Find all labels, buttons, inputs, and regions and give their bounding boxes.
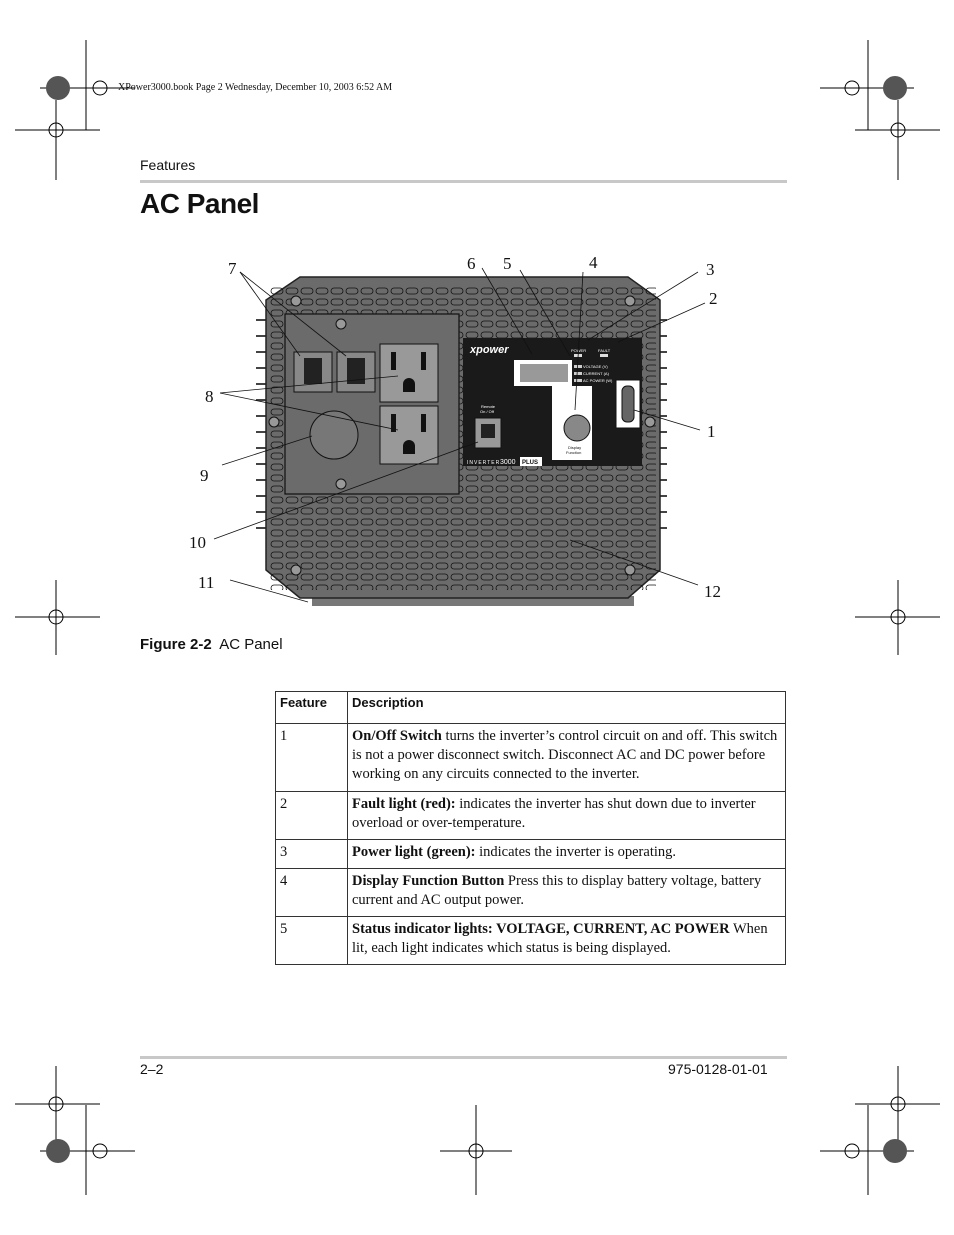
feature-number: 4 (275, 868, 348, 917)
ac-outlet-icon (379, 405, 439, 465)
callout-1: 1 (707, 422, 716, 441)
fault-light (600, 354, 608, 357)
figure-caption-text: AC Panel (219, 636, 283, 653)
feature-description: Display Function Button Press this to di… (347, 868, 786, 917)
table-header-row: Feature Description (275, 691, 786, 724)
feature-description: Fault light (red): indicates the inverte… (347, 791, 786, 840)
callout-9: 9 (200, 466, 209, 485)
callout-3: 3 (706, 260, 715, 279)
cover-cap-icon (309, 410, 359, 460)
callout-4: 4 (589, 253, 598, 272)
callout-2: 2 (709, 289, 718, 308)
table-header-feature: Feature (275, 691, 348, 724)
ac-panel-figure: xpower POWER FAULT VOLTAGE (V) CURRENT (… (189, 253, 721, 606)
table-row: 1 On/Off Switch turns the inverter’s con… (275, 723, 786, 792)
fault-label: FAULT (598, 348, 611, 353)
leader-lines (213, 267, 706, 603)
ac-power-label: AC POWER (W) (583, 378, 613, 383)
table-row: 5 Status indicator lights: VOLTAGE, CURR… (275, 916, 786, 965)
outlet-plate (284, 313, 460, 495)
lcd-display (520, 364, 568, 382)
print-header: XPower3000.book Page 2 Wednesday, Decemb… (118, 82, 393, 93)
feature-description: Status indicator lights: VOLTAGE, CURREN… (347, 916, 786, 965)
feature-number: 2 (275, 791, 348, 840)
voltage-label: VOLTAGE (V) (583, 364, 608, 369)
callout-12: 12 (704, 582, 721, 601)
feature-number: 3 (275, 839, 348, 869)
feature-description: On/Off Switch turns the inverter’s contr… (347, 723, 786, 792)
callout-11: 11 (198, 573, 214, 592)
function-label: Function (566, 450, 581, 455)
figure-caption: Figure 2-2 AC Panel (140, 636, 283, 653)
figure-caption-label: Figure 2-2 (140, 636, 212, 653)
document-number: 975-0128-01-01 (668, 1061, 768, 1077)
header-rule (140, 180, 787, 183)
ac-outlet-icon (379, 343, 439, 403)
on-off-switch (621, 385, 635, 423)
screw-icons (268, 295, 656, 576)
feature-number: 1 (275, 723, 348, 792)
table-header-description: Description (347, 691, 786, 724)
table-row: 2 Fault light (red): indicates the inver… (275, 791, 786, 840)
model-number: 3000 (500, 459, 516, 466)
page-title: AC Panel (140, 188, 259, 219)
table-row: 4 Display Function Button Press this to … (275, 868, 786, 917)
current-label: CURRENT (A) (583, 371, 610, 376)
footer-rule (140, 1056, 787, 1059)
model-label: INVERTER (467, 460, 500, 466)
plus-label: PLUS (522, 460, 538, 466)
callout-6: 6 (467, 254, 476, 273)
feature-description: Power light (green): indicates the inver… (347, 839, 786, 869)
on-off-label: On / Off (480, 409, 495, 414)
display-function-button (563, 414, 591, 442)
inverter-base (312, 596, 634, 606)
table-row: 3 Power light (green): indicates the inv… (275, 839, 786, 869)
remote-label: Remote (481, 404, 496, 409)
cooling-fins (256, 319, 667, 529)
callout-5: 5 (503, 254, 512, 273)
callout-8: 8 (205, 387, 214, 406)
display-label: Display (568, 445, 581, 450)
callout-10: 10 (189, 533, 206, 552)
feature-number: 5 (275, 916, 348, 965)
feature-table: Feature Description 1 On/Off Switch turn… (275, 691, 786, 965)
callout-7: 7 (228, 259, 237, 278)
section-label: Features (140, 157, 196, 173)
page-number: 2–2 (140, 1061, 164, 1077)
brand-logo: xpower (469, 344, 509, 356)
